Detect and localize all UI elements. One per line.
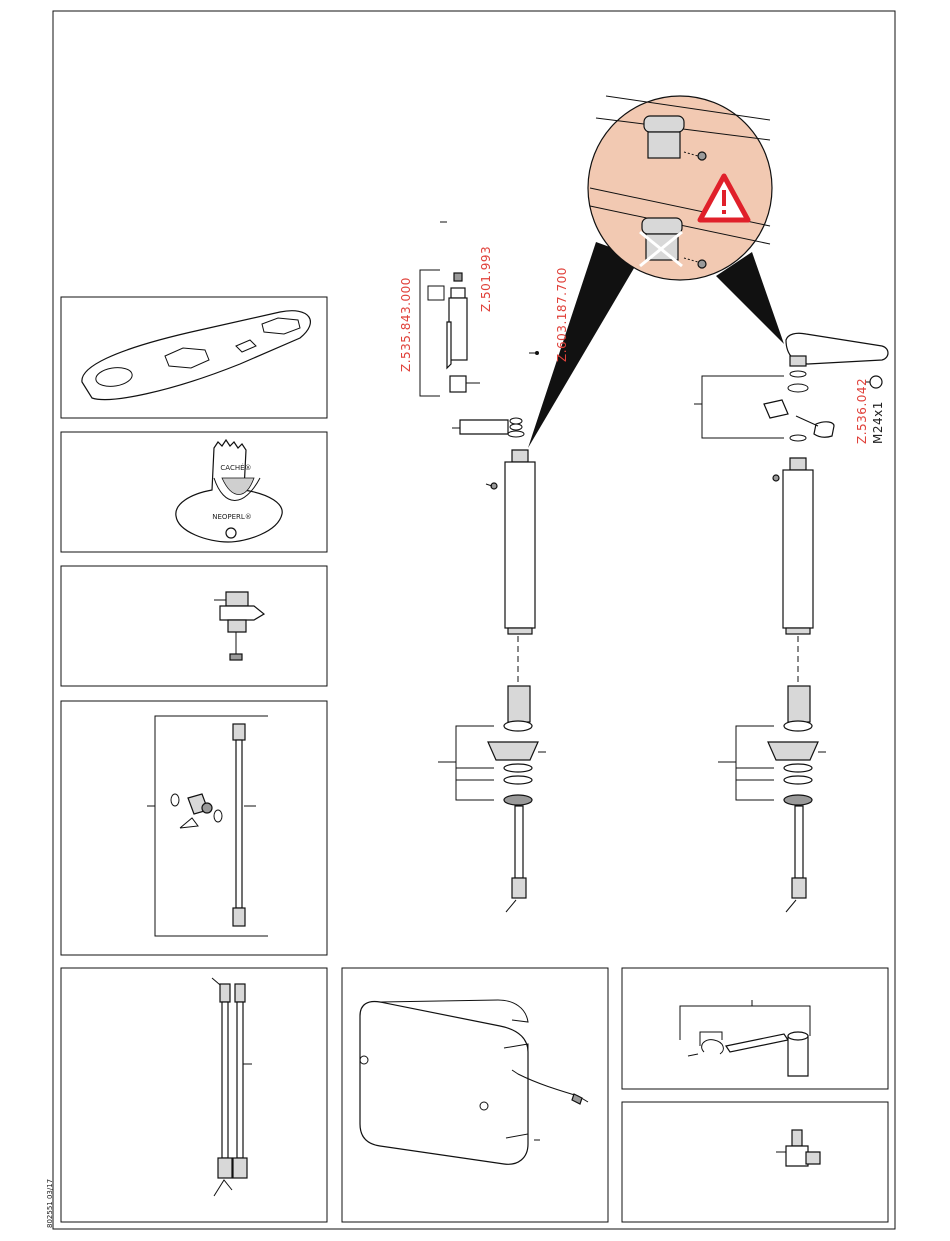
fitting-parts [171,794,222,828]
box-angle-valve [622,1102,888,1222]
box-valve [61,566,327,686]
mounting-kit-left [488,686,538,912]
aerator-key-tool: CACHÉ® NEOPERL® [176,440,282,542]
faucet-body-left [486,450,535,682]
footer-code: 802551 03/17 [46,1179,54,1228]
detail-pointer-left [528,242,640,448]
hose-part [233,724,256,926]
lever-handle-part [688,1032,808,1076]
cache-brand-text: CACHÉ® [220,463,251,472]
faucet-body-right [773,458,813,682]
box-double-hose [61,968,327,1222]
label-part-b: Z.501.993 [479,246,493,312]
box-lever-handle [622,968,888,1089]
mounting-kit-right [768,686,818,912]
angle-valve-part [776,1130,820,1166]
label-part-c: Z.603.187.700 [555,267,569,362]
control-unit-part [360,1000,588,1164]
neoperl-brand-text: NEOPERL® [212,513,252,521]
valve-part [214,592,264,660]
double-hose-part [212,978,252,1196]
box-hose-set [61,701,327,955]
label-part-d: Z.536.042 [855,378,869,444]
label-thread-size: M24x1 [871,401,885,444]
checkbox-square [428,286,444,300]
label-part-a: Z.535.843.000 [399,277,413,372]
handle-lever-right [764,333,888,441]
wrench-tool [82,311,310,400]
cartridge-group [447,273,480,392]
